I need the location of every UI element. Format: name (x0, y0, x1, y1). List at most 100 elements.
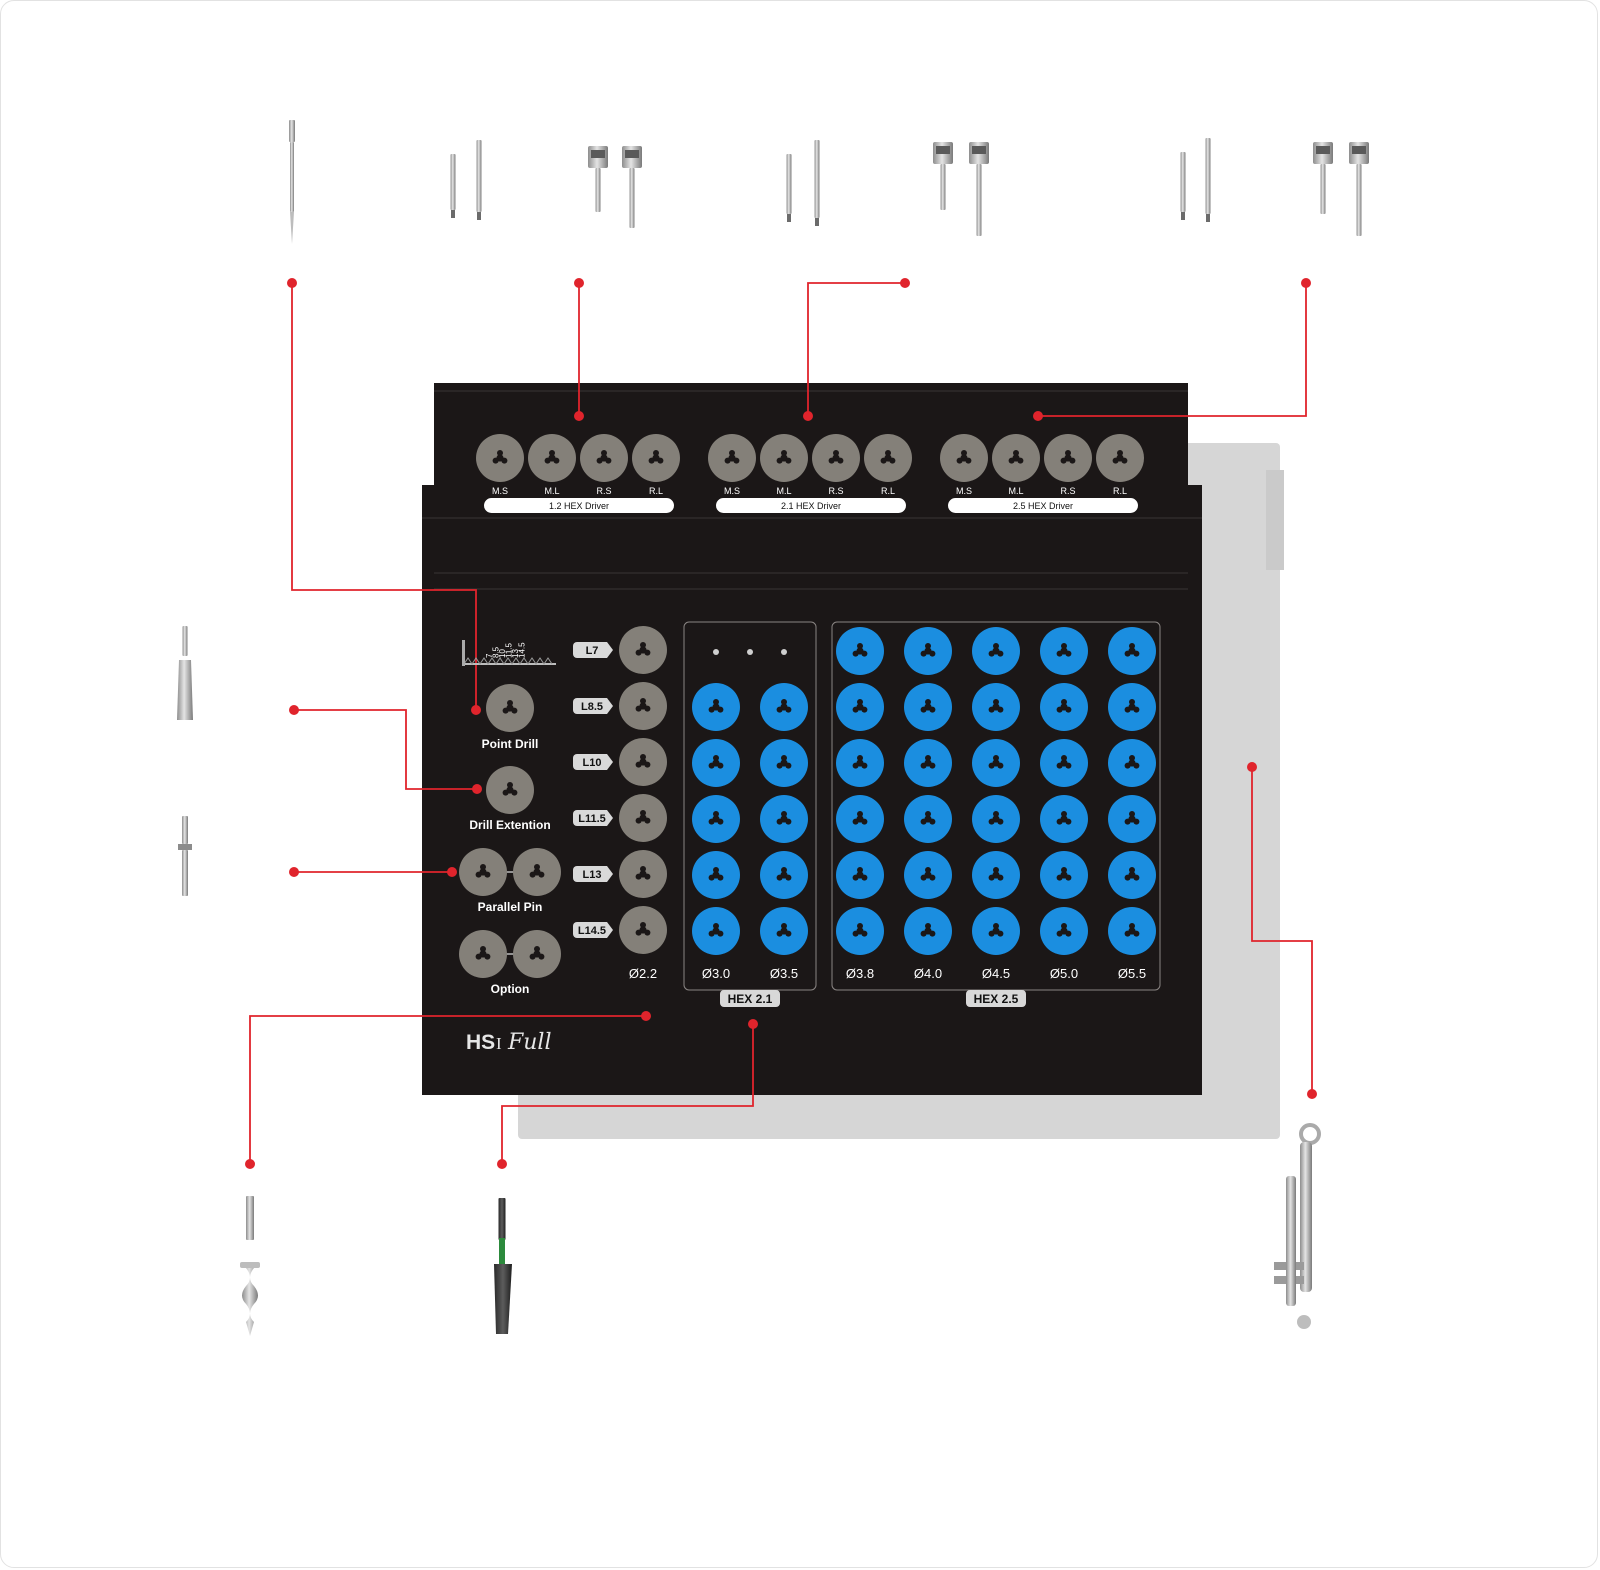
hex25-slot[interactable] (1108, 907, 1156, 955)
hex25-slot[interactable] (904, 851, 952, 899)
dental-tool-icon (1349, 142, 1369, 236)
hex25-slot[interactable] (972, 683, 1020, 731)
length-label: L14.5 (578, 925, 606, 937)
hex25-slot[interactable] (1108, 739, 1156, 787)
leader-dot-icon (574, 411, 584, 421)
driver-slot[interactable] (476, 434, 524, 482)
driver-slot[interactable] (708, 434, 756, 482)
gauge-mark: 11.5 (505, 642, 514, 658)
parallel-pin-slot[interactable] (459, 848, 507, 896)
point-drill-slot[interactable] (486, 684, 534, 732)
leader-dot-icon (472, 784, 482, 794)
driver-slot[interactable] (940, 434, 988, 482)
hex21-slot[interactable] (692, 907, 740, 955)
hex25-slot[interactable] (836, 627, 884, 675)
length-label: L13 (583, 869, 602, 881)
driver-bar-2: 2.1 HEX Driver (716, 498, 906, 513)
hex25-slot[interactable] (904, 683, 952, 731)
hex25-slot[interactable] (1040, 795, 1088, 843)
hex25-slot[interactable] (836, 907, 884, 955)
driver-slot[interactable] (812, 434, 860, 482)
driver-slot-label: M.S (724, 486, 740, 496)
hex25-slot[interactable] (836, 851, 884, 899)
driver-slot[interactable] (528, 434, 576, 482)
dental-tool-icon (494, 1198, 512, 1334)
hex25-diameter-label: Ø4.5 (982, 966, 1010, 981)
hex25-slot[interactable] (836, 683, 884, 731)
dental-tool-icon (1313, 142, 1333, 214)
hex25-slot[interactable] (1108, 627, 1156, 675)
hex25-title-tab: HEX 2.5 (966, 990, 1026, 1007)
hex25-slot[interactable] (904, 627, 952, 675)
length-label: L11.5 (578, 813, 606, 825)
driver-slot[interactable] (580, 434, 628, 482)
hex25-slot[interactable] (1108, 851, 1156, 899)
length-slot[interactable] (619, 850, 667, 898)
leader-hex21-tool (497, 1019, 758, 1169)
hex25-slot[interactable] (972, 907, 1020, 955)
hex25-slot[interactable] (1040, 907, 1088, 955)
hex25-slot[interactable] (1108, 795, 1156, 843)
driver-slot[interactable] (760, 434, 808, 482)
length-slot[interactable] (619, 626, 667, 674)
dental-tool-icon (240, 1196, 260, 1336)
hex21-slot[interactable] (760, 851, 808, 899)
option-slot[interactable] (459, 930, 507, 978)
hex25-slot[interactable] (972, 627, 1020, 675)
leader-dot-icon (748, 1019, 758, 1029)
hex25-diameter-label: Ø5.5 (1118, 966, 1146, 981)
hex25-slot[interactable] (1040, 683, 1088, 731)
hex25-slot[interactable] (972, 795, 1020, 843)
hex21-slot[interactable] (760, 907, 808, 955)
dental-tool-icon (588, 146, 608, 212)
hex25-slot[interactable] (972, 851, 1020, 899)
hex21-slot[interactable] (692, 851, 740, 899)
length-slot[interactable] (619, 682, 667, 730)
length-slot[interactable] (619, 906, 667, 954)
option-slot[interactable] (513, 930, 561, 978)
indicator-dot (713, 649, 719, 655)
hex21-slot[interactable] (760, 795, 808, 843)
hex25-slot[interactable] (904, 795, 952, 843)
hex25-slot[interactable] (972, 739, 1020, 787)
hex21-slot[interactable] (692, 795, 740, 843)
hex25-slot[interactable] (1108, 683, 1156, 731)
length-tag: L14.5 (573, 922, 613, 938)
hex21-slot[interactable] (692, 683, 740, 731)
drill-extention-slot[interactable] (486, 766, 534, 814)
length-diameter-label: Ø2.2 (629, 966, 657, 981)
dental-tool-icon (178, 816, 192, 896)
driver-slot[interactable] (632, 434, 680, 482)
length-tag: L10 (573, 754, 613, 770)
hex25-slot[interactable] (836, 795, 884, 843)
hex21-slot[interactable] (692, 739, 740, 787)
length-slot[interactable] (619, 738, 667, 786)
leader-driver-12 (574, 278, 584, 421)
hex25-diameter-label: Ø3.8 (846, 966, 874, 981)
length-label: L10 (583, 757, 602, 769)
gauge-mark: 7 (485, 653, 494, 658)
hex25-slot[interactable] (836, 739, 884, 787)
length-tag: L13 (573, 866, 613, 882)
driver-slot[interactable] (992, 434, 1040, 482)
hex21-slot[interactable] (760, 739, 808, 787)
hex25-slot[interactable] (904, 739, 952, 787)
driver-slot[interactable] (1096, 434, 1144, 482)
driver-group-label: 1.2 HEX Driver (549, 501, 609, 511)
driver-slot[interactable] (864, 434, 912, 482)
parallel-pin-slot[interactable] (513, 848, 561, 896)
hex25-slot[interactable] (904, 907, 952, 955)
length-slot[interactable] (619, 794, 667, 842)
brand-numeral: I (496, 1034, 502, 1053)
dental-tool-icon (933, 142, 953, 210)
hex25-slot[interactable] (1040, 851, 1088, 899)
driver-slot[interactable] (1044, 434, 1092, 482)
leader-dot-icon (497, 1159, 507, 1169)
hex21-slot[interactable] (760, 683, 808, 731)
hex25-slot[interactable] (1040, 739, 1088, 787)
hex25-slot[interactable] (1040, 627, 1088, 675)
